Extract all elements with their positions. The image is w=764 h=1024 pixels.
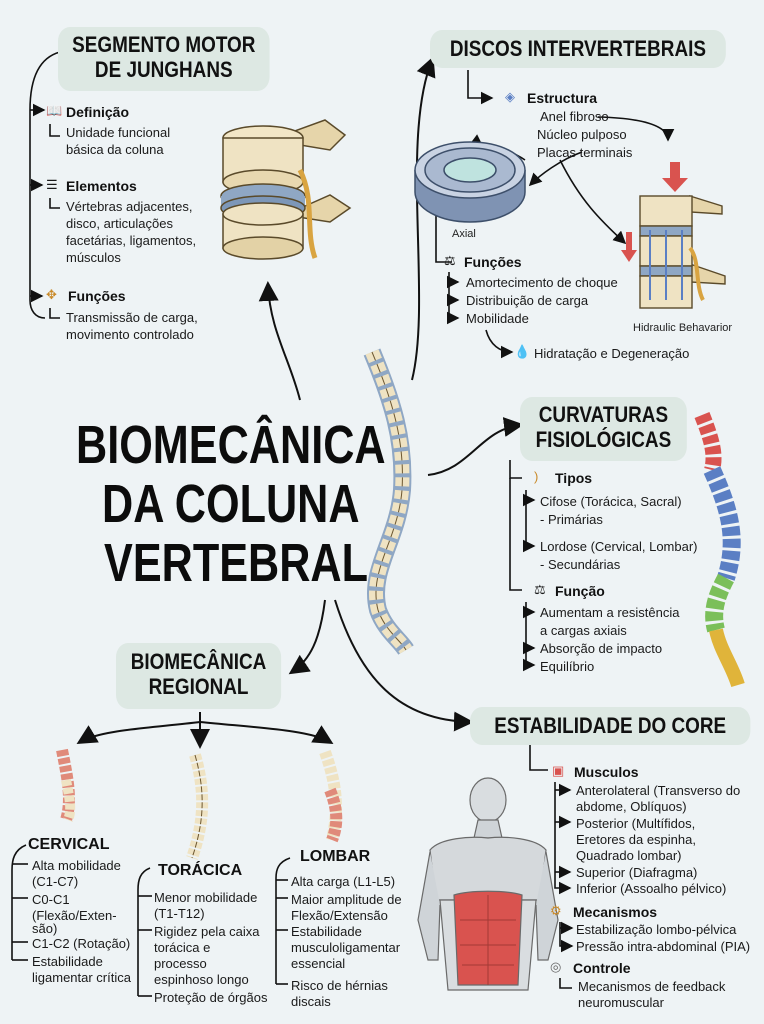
main-title-line-2: DA COLUNA [102,477,360,531]
core-m1b: abdome, Oblíquos) [576,798,687,815]
core-m2a: Posterior (Multífidos, [576,815,695,832]
main-title-line-1: BIOMECÂNICA [76,418,386,472]
core-mec2: Pressão intra-abdominal (PIA) [576,938,750,955]
toracica-e: processo [154,955,207,972]
list-icon: ☰ [46,178,58,192]
discos-est-3: Placas terminais [537,144,632,161]
segmento-el-2: disco, articulações [66,215,173,232]
toracica-f: espinhoso longo [154,971,249,988]
discos-estrutura-heading: Estructura [527,90,597,106]
toracica-d: torácica e [154,939,210,956]
core-ctl2: neuromuscular [578,994,664,1011]
curvaturas-title-1: CURVATURAS [520,403,687,428]
segmento-def-2: básica da coluna [66,141,164,158]
segmento-el-4: músculos [66,249,121,266]
core-title-pill: ESTABILIDADE DO CORE [470,707,750,745]
curvaturas-t1b: - Primárias [540,511,603,528]
cervical-heading: CERVICAL [28,836,110,854]
curvaturas-funcao-heading: Função [555,583,605,599]
core-m2b: Eretores da espinha, [576,831,696,848]
segmento-definicao-heading: Definição [66,104,129,120]
core-ctl1: Mecanismos de feedback [578,978,725,995]
curvaturas-f2: Absorção de impacto [540,640,662,657]
regional-title-pill: BIOMECÂNICA REGIONAL [116,643,281,709]
regional-title-2: REGIONAL [116,675,281,700]
discos-fn-1: Amortecimento de choque [466,274,618,291]
control-icon: ◎ [550,960,561,974]
axial-caption: Axial [452,228,476,240]
discos-est-2: Núcleo pulposo [537,126,627,143]
curvaturas-f3: Equilíbrio [540,658,594,675]
discos-fn-3: Mobilidade [466,310,529,327]
cervical-c: C0-C1 [32,891,70,908]
curve-icon: ) [534,470,538,484]
cervical-f: C1-C2 (Rotação) [32,935,130,952]
curvaturas-t2b: - Secundárias [540,556,620,573]
lombar-e: musculoligamentar [291,939,400,956]
scale-icon: ⚖ [444,254,456,268]
cervical-a: Alta mobilidade [32,857,121,874]
arrows-icon: ✥ [46,288,57,302]
cervical-h: ligamentar crítica [32,969,131,986]
lombar-g: Risco de hérnias [291,977,388,994]
core-m2c: Quadrado lombar) [576,847,682,864]
segmento-elementos-heading: Elementos [66,178,137,194]
lombar-d: Estabilidade [291,923,362,940]
core-m1a: Anterolateral (Transverso do [576,782,740,799]
discos-hidratacao: Hidratação e Degeneração [534,345,689,362]
core-mec1: Estabilização lombo-pélvica [576,921,736,938]
discos-funcoes-heading: Funções [464,254,522,270]
cervical-g: Estabilidade [32,953,103,970]
lombar-h: discais [291,993,331,1010]
core-title: ESTABILIDADE DO CORE [470,714,750,739]
core-controle-heading: Controle [573,960,631,976]
discos-fn-2: Distribuição de carga [466,292,588,309]
segmento-funcoes-heading: Funções [68,288,126,304]
lombar-a: Alta carga (L1-L5) [291,873,395,890]
core-m3: Superior (Diafragma) [576,864,697,881]
segmento-title-pill: SEGMENTO MOTOR DE JUNGHANS [58,27,270,91]
main-title-line-3: VERTEBRAL [104,536,368,590]
toracica-b: (T1-T12) [154,905,205,922]
discos-title: DISCOS INTERVERTEBRAIS [430,37,726,62]
lombar-heading: LOMBAR [300,848,370,866]
lombar-c: Flexão/Extensão [291,907,388,924]
regional-title-1: BIOMECÂNICA [116,650,281,675]
book-icon: 📖 [46,104,62,118]
discos-est-1: Anel fibroso [540,108,609,125]
water-drop-icon: 💧 [514,345,530,359]
segmento-fn-1: Transmissão de carga, [66,309,198,326]
segmento-el-1: Vértebras adjacentes, [66,198,192,215]
curvaturas-t1a: Cifose (Torácica, Sacral) [540,493,682,510]
segmento-def-1: Unidade funcional [66,124,170,141]
toracica-heading: TORÁCICA [158,862,242,880]
segmento-title-2: DE JUNGHANS [58,58,270,83]
segmento-fn-2: movimento controlado [66,326,194,343]
segmento-title-1: SEGMENTO MOTOR [58,33,270,58]
toracica-c: Rigidez pela caixa [154,923,260,940]
lombar-b: Maior amplitude de [291,891,402,908]
curvaturas-title-pill: CURVATURAS FISIOLÓGICAS [520,397,687,461]
curvaturas-f1a: Aumentam a resistência [540,604,679,621]
muscle-icon: ▣ [552,764,564,778]
gears-icon: ⚙ [550,904,562,918]
lombar-f: essencial [291,955,345,972]
core-mecanismos-heading: Mecanismos [573,904,657,920]
curvaturas-f1b: a cargas axiais [540,622,627,639]
discos-title-pill: DISCOS INTERVERTEBRAIS [430,30,726,68]
toracica-g: Proteção de órgãos [154,989,267,1006]
curvaturas-title-2: FISIOLÓGICAS [520,428,687,453]
layers-icon: ◈ [505,90,515,104]
segmento-el-3: facetárias, ligamentos, [66,232,196,249]
core-m4: Inferior (Assoalho pélvico) [576,880,726,897]
hidraulic-caption: Hidraulic Behavarior [633,322,732,334]
curvaturas-t2a: Lordose (Cervical, Lombar) [540,538,698,555]
toracica-a: Menor mobilidade [154,889,257,906]
scale-icon: ⚖ [534,583,546,597]
curvaturas-tipos-heading: Tipos [555,470,592,486]
core-musculos-heading: Musculos [574,764,639,780]
cervical-b: (C1-C7) [32,873,78,890]
